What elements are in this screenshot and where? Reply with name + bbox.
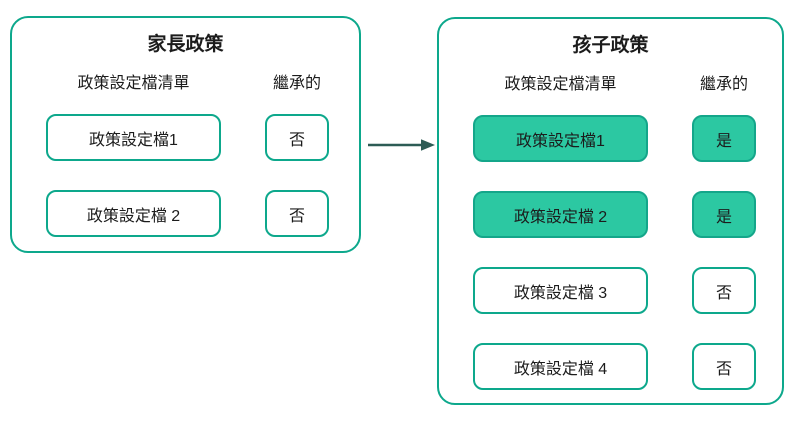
- profile-row: 政策設定檔 2 否: [46, 190, 359, 237]
- column-spacer: [221, 74, 265, 94]
- profile-row: 政策設定檔 4 否: [473, 343, 782, 390]
- parent-column-headers: 政策設定檔清單 繼承的: [12, 74, 359, 94]
- profile-row: 政策設定檔 2 是: [473, 191, 782, 238]
- column-header-inherited: 繼承的: [272, 75, 321, 92]
- parent-policy-panel: 家長政策 政策設定檔清單 繼承的 政策設定檔1 否政策設定檔 2 否: [10, 16, 361, 253]
- inherited-value-box: 是: [692, 115, 756, 162]
- policy-profile-box: 政策設定檔 4: [473, 343, 648, 390]
- policy-profile-box: 政策設定檔 2: [46, 190, 221, 237]
- policy-profile-box: 政策設定檔 3: [473, 267, 648, 314]
- inheritance-arrow: [368, 139, 435, 151]
- inherited-value-box: 否: [265, 114, 329, 161]
- column-header-inherited: 繼承的: [699, 76, 748, 93]
- inherited-value-box: 否: [692, 267, 756, 314]
- profile-row: 政策設定檔 3 否: [473, 267, 782, 314]
- child-panel-title: 孩子政策: [572, 35, 649, 56]
- inherited-value-box: 否: [692, 343, 756, 390]
- policy-profile-box: 政策設定檔1: [473, 115, 648, 162]
- inherited-value-box: 是: [692, 191, 756, 238]
- parent-panel-title: 家長政策: [147, 34, 224, 55]
- policy-profile-box: 政策設定檔1: [46, 114, 221, 161]
- profile-row: 政策設定檔1 是: [473, 115, 782, 162]
- column-spacer: [648, 75, 692, 95]
- inherited-value-box: 否: [265, 190, 329, 237]
- parent-profile-rows: 政策設定檔1 否政策設定檔 2 否: [12, 114, 359, 237]
- profile-row: 政策設定檔1 否: [46, 114, 359, 161]
- child-column-headers: 政策設定檔清單 繼承的: [439, 75, 782, 95]
- column-header-profile-list: 政策設定檔清單: [77, 75, 190, 92]
- column-header-profile-list: 政策設定檔清單: [504, 76, 617, 93]
- policy-profile-box: 政策設定檔 2: [473, 191, 648, 238]
